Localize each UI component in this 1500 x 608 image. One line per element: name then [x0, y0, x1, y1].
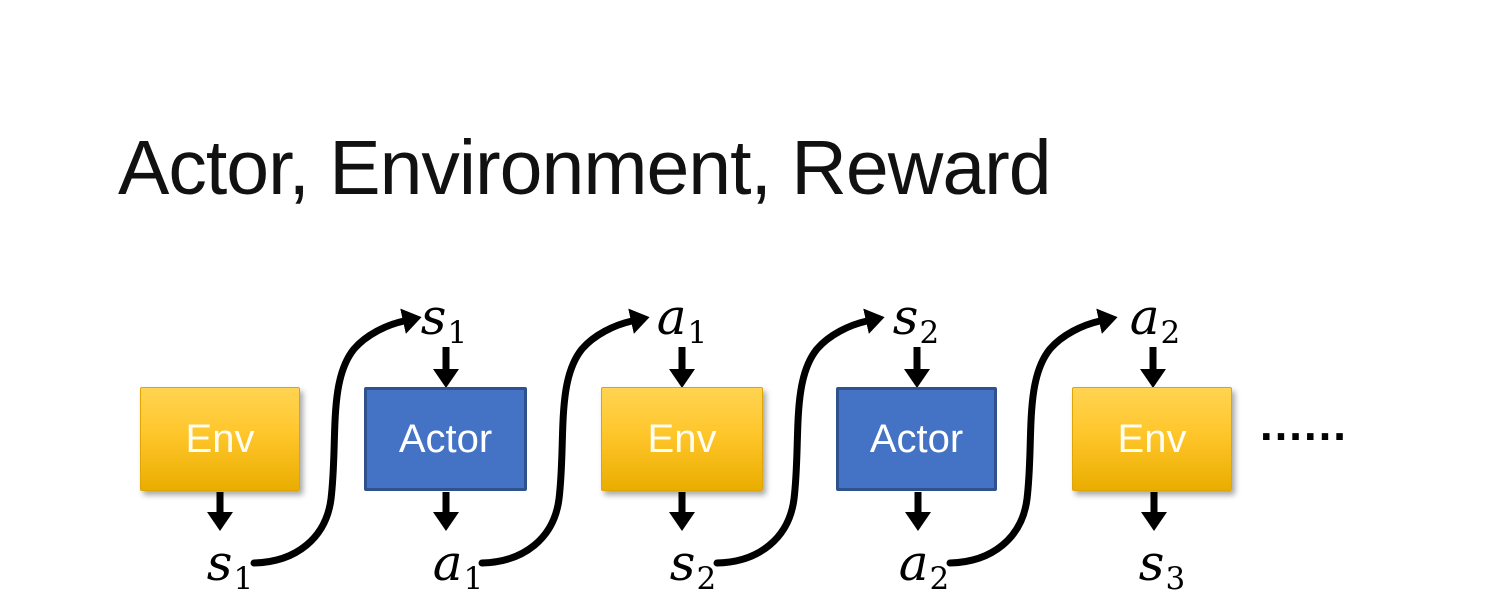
top-label-a1-base: a [656, 288, 687, 346]
bottom-label-s1: s1 [207, 538, 253, 595]
continuation-ellipsis: …… [1258, 398, 1348, 450]
bottom-label-s1-sub: 1 [233, 561, 254, 598]
top-label-s2: s2 [893, 292, 939, 349]
env-box-1: Env [140, 387, 300, 491]
top-label-a1: a1 [657, 292, 708, 349]
bottom-label-s3-base: s [1138, 534, 1165, 592]
env-box-2: Env [601, 387, 763, 491]
bottom-label-s1-base: s [206, 534, 233, 592]
actor-box-2-label: Actor [869, 416, 964, 461]
bottom-label-s2: s2 [670, 538, 716, 595]
actor-box-2: Actor [836, 387, 997, 491]
bottom-label-a2: a2 [899, 538, 950, 595]
top-label-a1-sub: 1 [687, 315, 708, 352]
curve-arrow-s1 [250, 308, 422, 567]
actor-box-1-label: Actor [398, 416, 493, 461]
top-label-a2-sub: 2 [1160, 315, 1181, 352]
top-label-s2-base: s [892, 288, 919, 346]
curve-arrow-a2 [946, 308, 1118, 567]
bottom-label-s3-sub: 3 [1165, 561, 1186, 598]
bottom-label-a1-base: a [432, 534, 463, 592]
top-label-s1: s1 [421, 292, 467, 349]
env-box-3: Env [1072, 387, 1232, 491]
bottom-label-s2-base: s [669, 534, 696, 592]
env-box-3-label: Env [1117, 416, 1187, 461]
env-box-1-label: Env [185, 416, 255, 461]
env-box-2-label: Env [647, 416, 717, 461]
bottom-label-s2-sub: 2 [696, 561, 717, 598]
top-label-a2-base: a [1129, 288, 1160, 346]
top-label-s1-sub: 1 [447, 315, 468, 352]
actor-box-1: Actor [364, 387, 527, 491]
bottom-label-a1: a1 [433, 538, 484, 595]
top-label-s2-sub: 2 [919, 315, 940, 352]
curve-arrow-a1 [478, 308, 650, 567]
bottom-label-a2-base: a [898, 534, 929, 592]
curve-arrow-s2 [713, 308, 885, 567]
slide-title: Actor, Environment, Reward [118, 125, 1052, 211]
bottom-label-a2-sub: 2 [929, 561, 950, 598]
top-label-s1-base: s [420, 288, 447, 346]
bottom-label-s3: s3 [1139, 538, 1185, 595]
top-label-a2: a2 [1130, 292, 1181, 349]
bottom-label-a1-sub: 1 [463, 561, 484, 598]
